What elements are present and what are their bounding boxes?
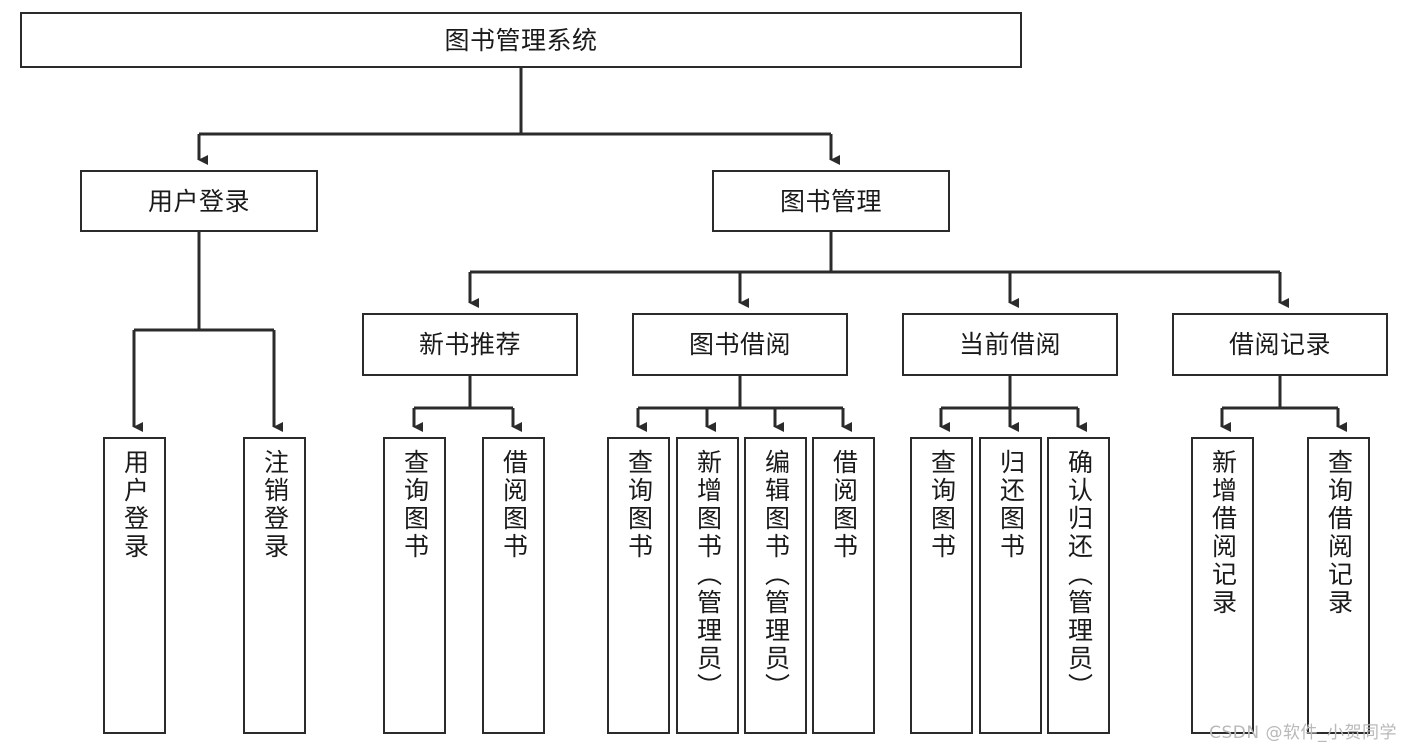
node-leaf-add-record-label: 新增借阅记录 bbox=[1208, 449, 1238, 617]
node-user-login[interactable]: 用户登录 bbox=[80, 170, 318, 232]
node-book-borrow[interactable]: 图书借阅 bbox=[632, 313, 848, 376]
node-leaf-query-record-label: 查询借阅记录 bbox=[1324, 449, 1354, 617]
node-leaf-confirm-return[interactable]: 确认归还（管理员） bbox=[1047, 437, 1110, 734]
node-new-book-recommend[interactable]: 新书推荐 bbox=[362, 313, 578, 376]
node-leaf-return-book-label: 归还图书 bbox=[996, 449, 1026, 561]
node-borrow-record-label: 借阅记录 bbox=[1228, 330, 1331, 359]
node-leaf-user-login[interactable]: 用户登录 bbox=[103, 437, 166, 734]
node-user-login-label: 用户登录 bbox=[147, 186, 250, 216]
node-leaf-add-record[interactable]: 新增借阅记录 bbox=[1191, 437, 1254, 734]
node-leaf-logout-login-label: 注销登录 bbox=[260, 449, 290, 561]
node-leaf-query-book-3[interactable]: 查询图书 bbox=[910, 437, 973, 734]
node-leaf-add-book[interactable]: 新增图书（管理员） bbox=[676, 437, 739, 734]
node-leaf-borrow-book-1[interactable]: 借阅图书 bbox=[482, 437, 545, 734]
node-new-book-recommend-label: 新书推荐 bbox=[418, 330, 521, 359]
node-book-management-label: 图书管理 bbox=[779, 186, 882, 216]
node-leaf-query-book-2[interactable]: 查询图书 bbox=[607, 437, 670, 734]
node-leaf-query-book-1-label: 查询图书 bbox=[400, 449, 430, 561]
node-leaf-borrow-book-2[interactable]: 借阅图书 bbox=[812, 437, 875, 734]
node-leaf-logout-login[interactable]: 注销登录 bbox=[243, 437, 306, 734]
node-leaf-borrow-book-1-label: 借阅图书 bbox=[499, 449, 529, 561]
node-leaf-query-record[interactable]: 查询借阅记录 bbox=[1307, 437, 1370, 734]
node-leaf-user-login-label: 用户登录 bbox=[120, 449, 150, 561]
node-leaf-borrow-book-2-label: 借阅图书 bbox=[829, 449, 859, 561]
node-leaf-return-book[interactable]: 归还图书 bbox=[979, 437, 1042, 734]
node-leaf-edit-book[interactable]: 编辑图书（管理员） bbox=[744, 437, 807, 734]
node-root[interactable]: 图书管理系统 bbox=[20, 12, 1022, 68]
node-leaf-edit-book-label: 编辑图书（管理员） bbox=[761, 449, 791, 701]
node-leaf-add-book-label: 新增图书（管理员） bbox=[693, 449, 723, 701]
node-leaf-query-book-1[interactable]: 查询图书 bbox=[383, 437, 446, 734]
node-book-borrow-label: 图书借阅 bbox=[688, 330, 791, 359]
csdn-watermark: CSDN @软件_小贺同学 bbox=[1209, 723, 1397, 743]
node-book-management[interactable]: 图书管理 bbox=[712, 170, 950, 232]
node-leaf-confirm-return-label: 确认归还（管理员） bbox=[1064, 449, 1094, 701]
node-leaf-query-book-2-label: 查询图书 bbox=[624, 449, 654, 561]
node-borrow-record[interactable]: 借阅记录 bbox=[1172, 313, 1388, 376]
node-root-label: 图书管理系统 bbox=[444, 25, 598, 55]
node-leaf-query-book-3-label: 查询图书 bbox=[927, 449, 957, 561]
node-current-borrow[interactable]: 当前借阅 bbox=[902, 313, 1118, 376]
node-current-borrow-label: 当前借阅 bbox=[958, 330, 1061, 359]
